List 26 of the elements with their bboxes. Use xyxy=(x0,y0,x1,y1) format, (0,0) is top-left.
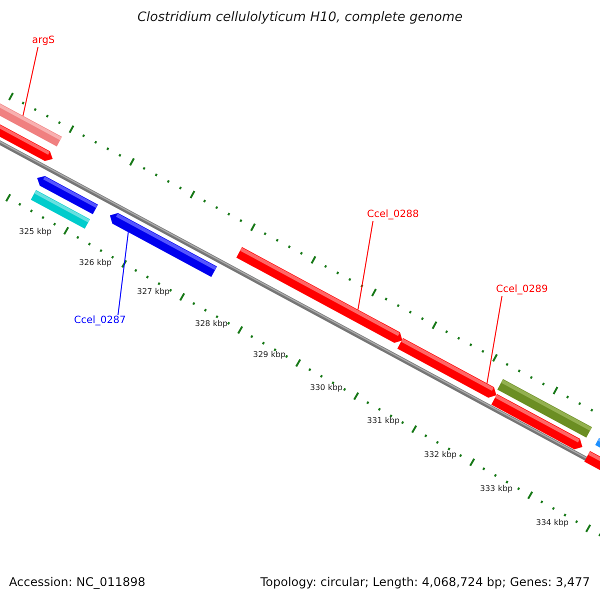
scale-label: 331 kbp xyxy=(367,417,400,425)
scale-label: 325 kbp xyxy=(19,228,52,236)
scale-label: 329 kbp xyxy=(253,351,286,359)
footer-text: Topology: circular; Length: 4,068,724 bp; Genes: 3,477 xyxy=(260,576,590,588)
leader-line xyxy=(22,46,38,116)
leader-line xyxy=(486,296,502,384)
gene-feature-block xyxy=(236,247,402,343)
scale-label: 332 kbp xyxy=(424,451,457,459)
footer-text: Accession: NC_011898 xyxy=(9,576,146,588)
scale-label: 328 kbp xyxy=(195,320,228,328)
scale-label: 326 kbp xyxy=(79,259,112,267)
diagram-title: Clostridium cellulolyticum H10, complete genome xyxy=(136,11,464,24)
gene-feature-block xyxy=(30,190,90,229)
gene-feature-block xyxy=(584,451,600,472)
gene-label: Ccel_0289 xyxy=(496,285,548,295)
gene-label: Ccel_0288 xyxy=(367,210,419,220)
gene-label: argS xyxy=(32,36,55,46)
gene-label: Ccel_0287 xyxy=(74,316,126,326)
scale-label: 333 kbp xyxy=(480,485,513,493)
gene-feature-block xyxy=(110,213,217,277)
scale-label: 330 kbp xyxy=(310,384,343,392)
scale-label: 334 kbp xyxy=(536,519,569,527)
scale-label: 327 kbp xyxy=(137,288,170,296)
leader-line xyxy=(358,220,374,310)
gene-feature-block xyxy=(397,338,496,398)
gene-feature-block xyxy=(491,394,582,450)
